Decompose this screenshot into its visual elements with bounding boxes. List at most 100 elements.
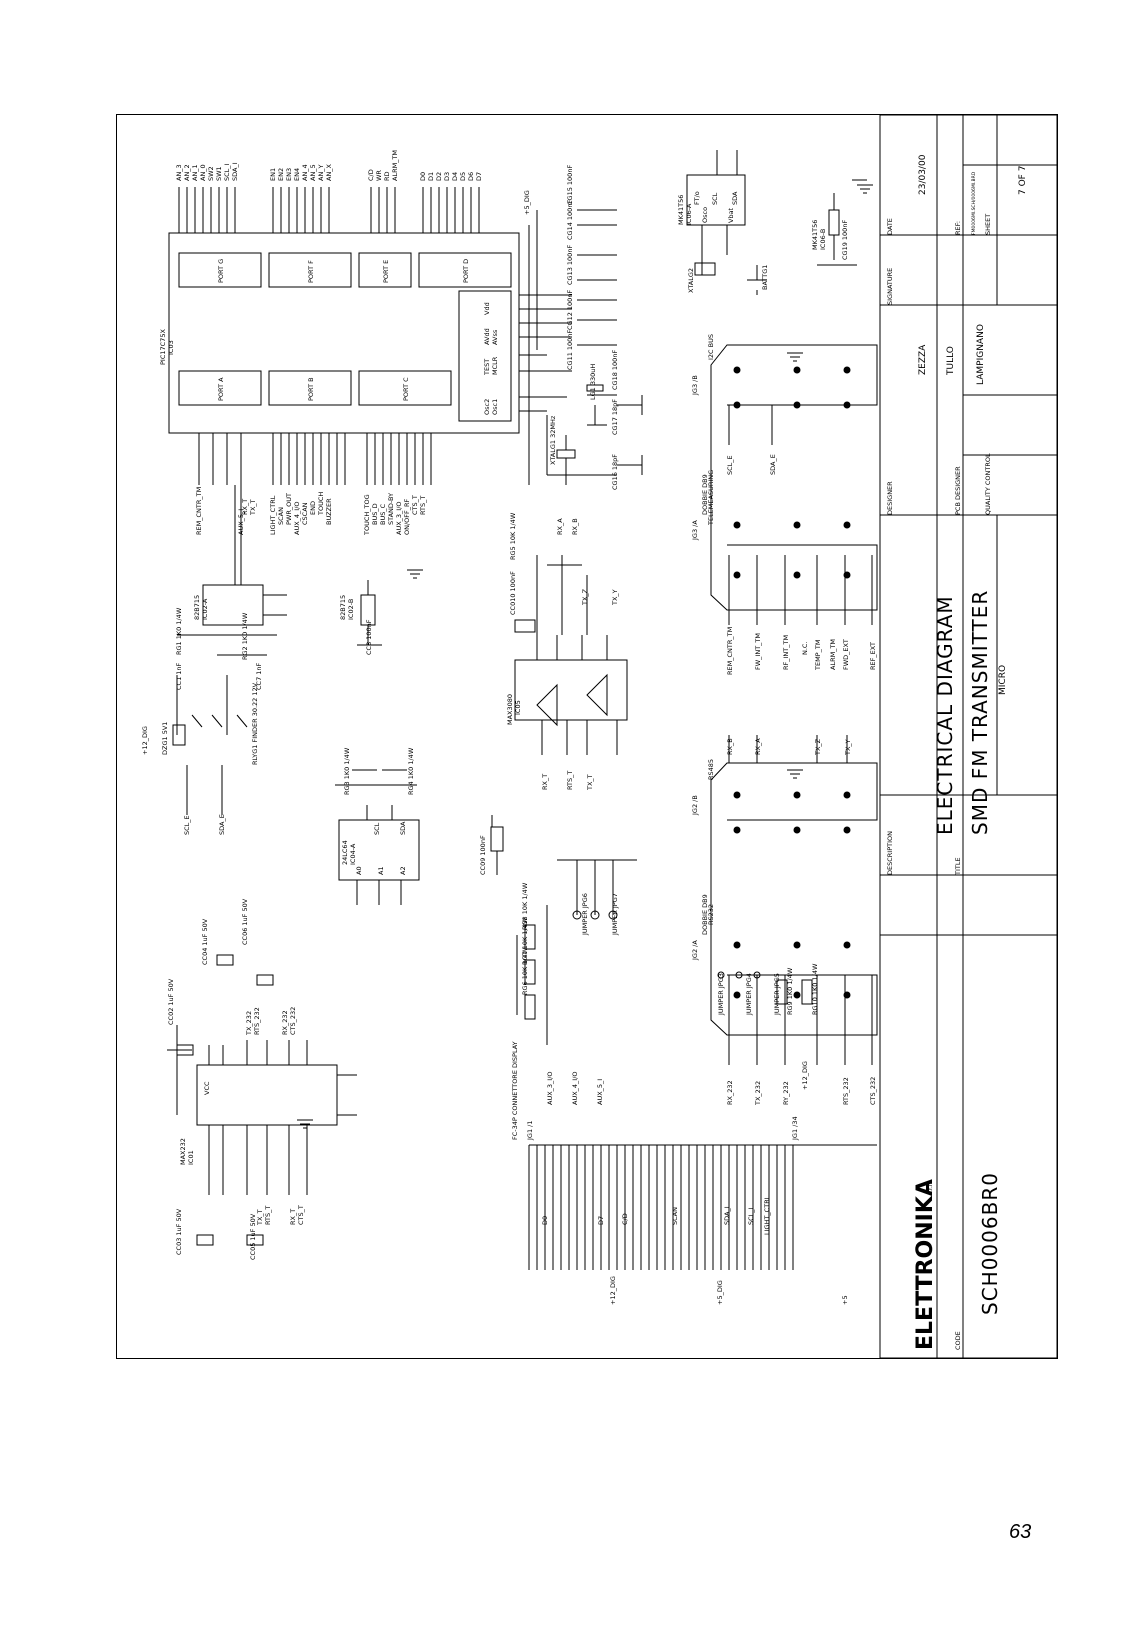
port-b-signal-3: SCAN: [277, 507, 285, 525]
port-f-label: PORT F: [307, 260, 315, 283]
port-c-signal-2: BUS_C: [379, 503, 387, 525]
jg3-b-desc: I2C BUS: [707, 334, 715, 360]
max232-sig-2: RX_232: [281, 1010, 289, 1035]
max232-sig-b3: CTS_T: [297, 1205, 305, 1225]
port-b-signal-8: TOUCH: [317, 492, 325, 516]
jg2-sig-1: TX_232: [754, 1081, 762, 1106]
max232-sig-b0: TX_T: [256, 1209, 264, 1226]
designer-label: DESIGNER: [886, 481, 894, 515]
fc34p-sig-sda: SDA_I: [723, 1206, 731, 1225]
max3080-part: MAX3080: [506, 694, 514, 725]
eeprom-pin-scl: SCL: [373, 822, 381, 835]
port-f-signal-3: EN4: [293, 168, 301, 181]
rtc-part-b: MK41T56: [811, 220, 819, 250]
port-c-signal-3: STAND-BY: [387, 493, 395, 525]
title-line2: SMD FM TRANSMITTER: [968, 590, 992, 835]
rtc-pin-vbat: Vbat: [727, 207, 735, 223]
max3080-res: RG5 10K 1/4W: [509, 512, 517, 560]
port-e-signal-2: RD: [383, 171, 391, 181]
port-a-signal-0: REM_CNTR_TM: [195, 487, 203, 535]
jg2-sig-8: TX_Z: [814, 738, 822, 756]
osc-cap-0: CG16 18pF: [611, 454, 619, 490]
mcu-pin-osc2: Osc2: [483, 399, 491, 415]
port-d-signal-6: D6: [467, 172, 475, 181]
jg2-a-label: JG2 /A: [691, 940, 699, 961]
port-g-signal-0: AN_3: [175, 164, 183, 181]
port-c-label: PORT C: [402, 377, 410, 401]
rtc-pin-scl: SCL: [711, 192, 719, 205]
signature-label: SIGNATURE: [886, 268, 894, 305]
ground-symbols: [297, 184, 873, 1129]
max3080-cap: CC010 100nF: [509, 571, 517, 615]
port-d-signal-5: D5: [459, 172, 467, 181]
fc34p-sig-d7: D7: [597, 1216, 605, 1225]
port-g-signal-6: SCL_I: [223, 163, 231, 181]
fc34p-sig-d0: D0: [541, 1216, 549, 1225]
max232-part: MAX232: [179, 1138, 187, 1165]
jg2-sig-6: RX_B: [726, 738, 734, 755]
jg3-type: DOBBIE DB9: [701, 474, 709, 515]
port-f-signal-1: EN2: [277, 168, 285, 181]
rtc-pin-ft: FT/o: [693, 191, 701, 205]
bus-res2: RG2 1K0 1/4W: [241, 612, 249, 660]
jg3-sig-4: TEMP_TM: [814, 640, 822, 671]
osc-cap-2: CG18 100nF: [611, 350, 619, 390]
mcu-pin-test: TEST: [483, 359, 491, 376]
jg3-b-label: JG3 /B: [691, 375, 699, 396]
mcu-ref-label: IC03: [167, 340, 175, 355]
component-labels: PIC17C75X IC03 PORT G PORT F PORT E PORT…: [141, 150, 877, 1305]
max232-cap-0: CC02 1uF 50V: [167, 978, 175, 1025]
port-c-signal-5: ON/OFF_RF: [403, 498, 411, 535]
inductor-label: LG1 330uH: [589, 364, 597, 400]
max232-sig-0: TX_232: [245, 1011, 253, 1036]
eeprom-pin-sda: SDA: [399, 821, 407, 835]
port-e-signal-0: C/D: [367, 169, 375, 181]
port-e-signal-3: ALRM_TM: [391, 150, 399, 181]
max232-sig-b1: RTS_T: [264, 1206, 272, 1225]
rtc-pin-sda: SDA: [731, 191, 739, 205]
max232-sig-b2: RX_T: [289, 1209, 297, 1225]
title-line3: MICRO: [998, 665, 1008, 695]
jg2-a-desc: RS232: [707, 904, 715, 925]
jumper-res-1: RG7 10K 1/4W: [521, 917, 529, 965]
jg3-sig-8: SCL_E: [726, 455, 734, 475]
max3080-sig-rtst: RTS_T: [566, 771, 574, 790]
jg2-type: DOBBIE DB9: [701, 894, 709, 935]
max3080: [514, 555, 628, 755]
max3080-sig-txz: TX_Z: [581, 588, 589, 606]
port-f-signal-6: AN_Y: [317, 164, 325, 181]
sheet-value: 7 OF 7: [1018, 166, 1028, 195]
port-d-signal-4: D4: [451, 172, 459, 181]
eeprom-res2: RG4 1K0 1/4W: [407, 747, 415, 795]
fc34p-pwr-12: +12_DIG: [609, 1276, 617, 1305]
port-a-signal-1: AUX_5_I: [237, 509, 245, 535]
fc34p-display-connector: [528, 1144, 877, 1270]
osc-cap-4: CG12 100nF: [566, 290, 574, 330]
bus-ic-ref-b: IC02-B: [347, 599, 355, 620]
crystal-label: XTALG1 32MHz: [549, 415, 557, 465]
max3080-sig-rxt: RX_T: [541, 774, 549, 790]
max232-cap-4: CC05 1uF 50V: [249, 1213, 257, 1260]
jg2-sig-3: +12_DIG: [801, 1061, 809, 1090]
rtc-ref: IC06-A: [685, 203, 693, 225]
port-b-signal-0: RX_T: [241, 499, 249, 515]
mcu-pin-mclr: MCLR: [491, 356, 499, 375]
port-b-signal-4: PWR_OUT: [285, 493, 293, 525]
power-label-12dig: +12_DIG: [141, 726, 149, 755]
mcu-pin-vdd: Vdd: [483, 302, 491, 315]
jg3-sig-6: FWD_EXT: [842, 639, 850, 670]
max232-cap-2: CC06 1uF 50V: [241, 898, 249, 945]
eeprom-pin-a1: A1: [377, 866, 385, 875]
fc34p-sig-scan: SCAN: [671, 1207, 679, 1225]
port-d-label: PORT D: [462, 259, 470, 283]
jg3-sig-9: SDA_E: [769, 454, 777, 475]
connector-jg2: [710, 735, 878, 1065]
port-b-signal-2: LIGHT_CTRL: [269, 495, 277, 535]
port-g-signal-7: SDA_I: [231, 162, 239, 181]
max232-ref: IC01: [187, 1150, 195, 1165]
port-d-signal-0: D0: [419, 172, 427, 181]
jg2-b-desc: RS485: [707, 759, 715, 780]
port-f-signal-7: AN_X: [325, 163, 333, 181]
relay-label: RLYG1 FINDER 30.22 12V: [251, 682, 259, 765]
port-g-label: PORT G: [217, 259, 225, 283]
